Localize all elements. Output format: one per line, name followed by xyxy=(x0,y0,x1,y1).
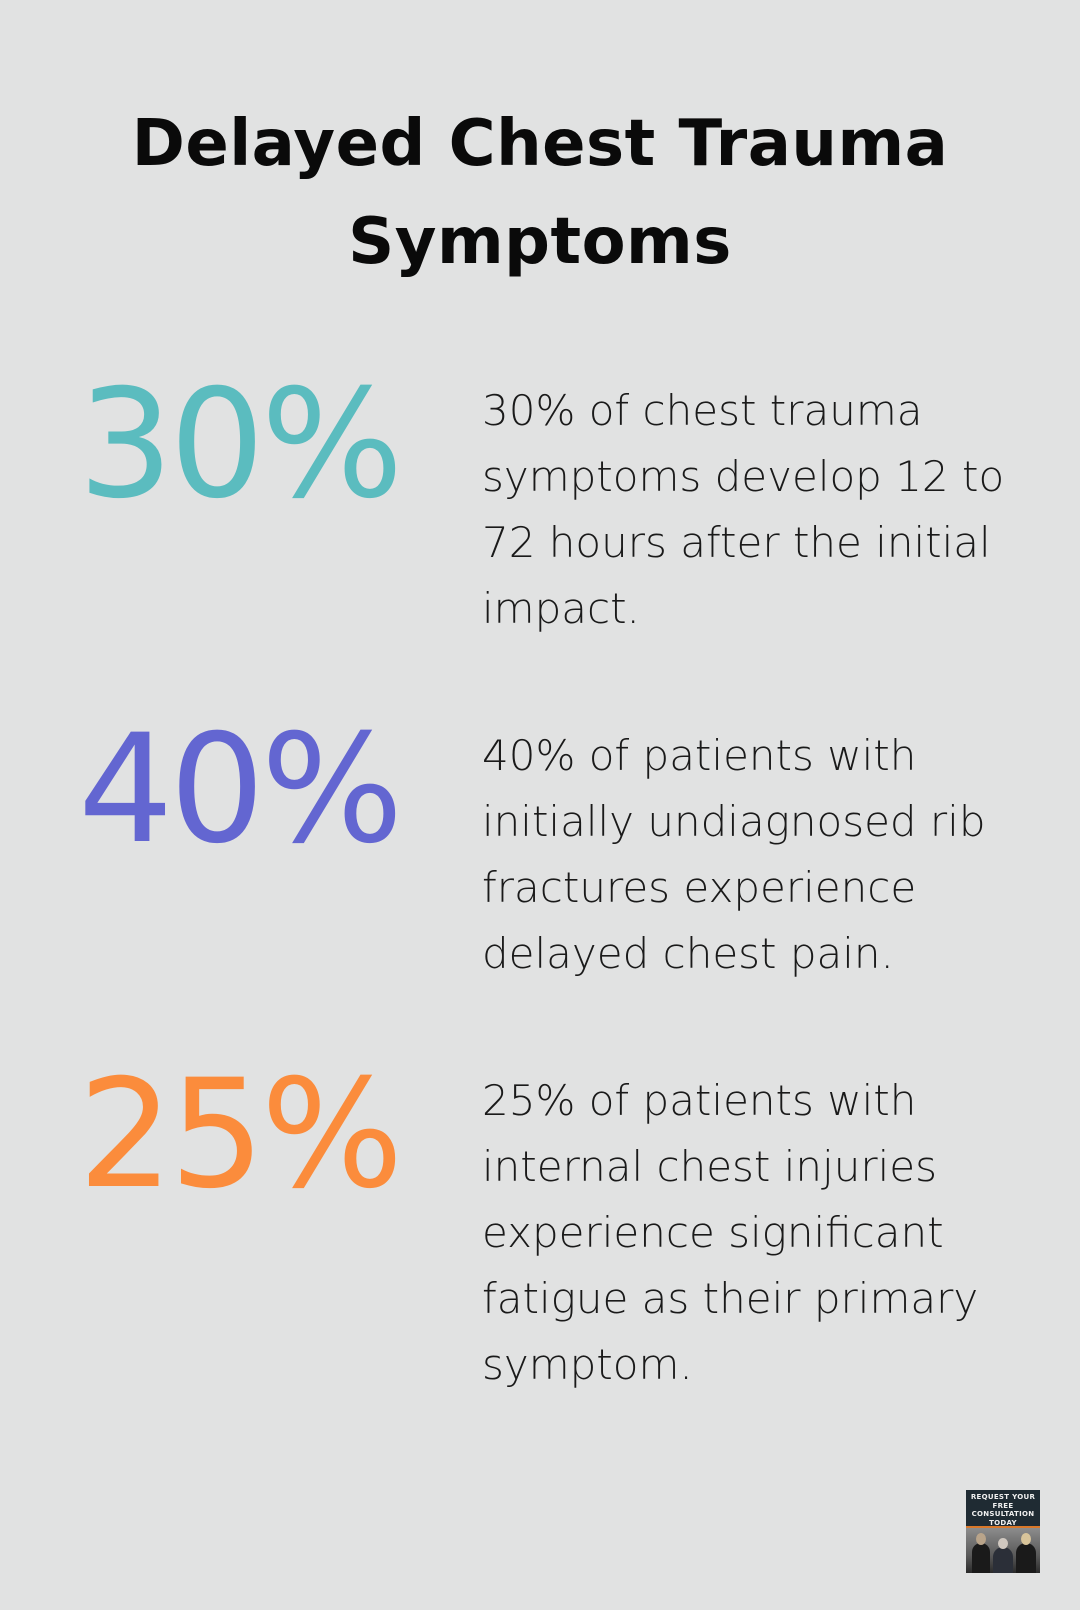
stat-description: 30% of chest trauma symptoms develop 12 … xyxy=(482,386,1005,633)
team-photo xyxy=(966,1528,1040,1573)
stat-value: 30% xyxy=(78,358,403,532)
stat-description: 40% of patients with initially undiagnos… xyxy=(482,731,986,978)
stat-value: 25% xyxy=(78,1048,403,1222)
consultation-badge[interactable]: REQUEST YOUR FREE CONSULTATION TODAY xyxy=(966,1490,1040,1573)
stat-description: 25% of patients with internal chest inju… xyxy=(482,1076,979,1389)
badge-text: REQUEST YOUR FREE CONSULTATION TODAY xyxy=(966,1490,1040,1528)
stat-value: 40% xyxy=(78,703,403,877)
title-line-2: Symptoms xyxy=(348,205,732,279)
page-title: Delayed Chest Trauma Symptoms xyxy=(0,95,1080,291)
title-line-1: Delayed Chest Trauma xyxy=(131,107,949,181)
